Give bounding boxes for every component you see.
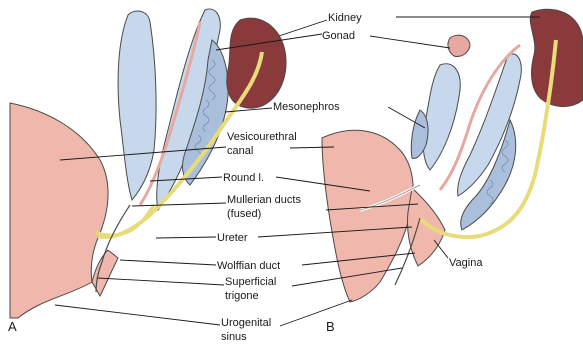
mullerian-duct-left-a — [118, 11, 156, 200]
label-ureter: Ureter — [217, 232, 248, 244]
panel-label-b: B — [326, 319, 335, 334]
label-kidney: Kidney — [328, 12, 362, 24]
label-wolffian-duct: Wolffian duct — [217, 260, 280, 272]
leader-sinus-a — [55, 305, 220, 325]
fimbria-b — [448, 35, 470, 56]
label-round-ligament: Round l. — [223, 172, 264, 184]
label-mullerian-2: (fused) — [227, 208, 261, 220]
label-mullerian-1: Mullerian ducts — [227, 194, 301, 206]
urogenital-sinus-a — [10, 103, 108, 318]
mullerian-duct-left-b — [423, 64, 460, 170]
leader-wolffian-a — [120, 260, 216, 265]
leader-gonad-b — [370, 36, 450, 48]
leader-ureter-a — [156, 237, 216, 238]
label-vesicourethral-2: canal — [227, 145, 253, 157]
label-mesonephros: Mesonephros — [273, 101, 340, 113]
panel-label-a: A — [8, 319, 17, 334]
label-trigone-2: trigone — [225, 290, 259, 302]
label-gonad: Gonad — [322, 30, 355, 42]
leader-trigone-a — [98, 278, 224, 285]
kidney-b — [530, 9, 583, 106]
kidney-a — [227, 18, 286, 108]
label-sinus-2: sinus — [221, 331, 247, 343]
label-vagina: Vagina — [449, 257, 483, 269]
leader-sinus-b — [280, 300, 352, 326]
leader-kidney-a — [279, 20, 327, 36]
label-sinus-1: Urogenital — [221, 317, 271, 329]
vagina-b — [407, 188, 445, 266]
leader-mullerian-a — [132, 203, 226, 206]
label-vesicourethral-1: Vesicourethral — [227, 131, 297, 143]
label-trigone-1: Superficial — [225, 276, 276, 288]
